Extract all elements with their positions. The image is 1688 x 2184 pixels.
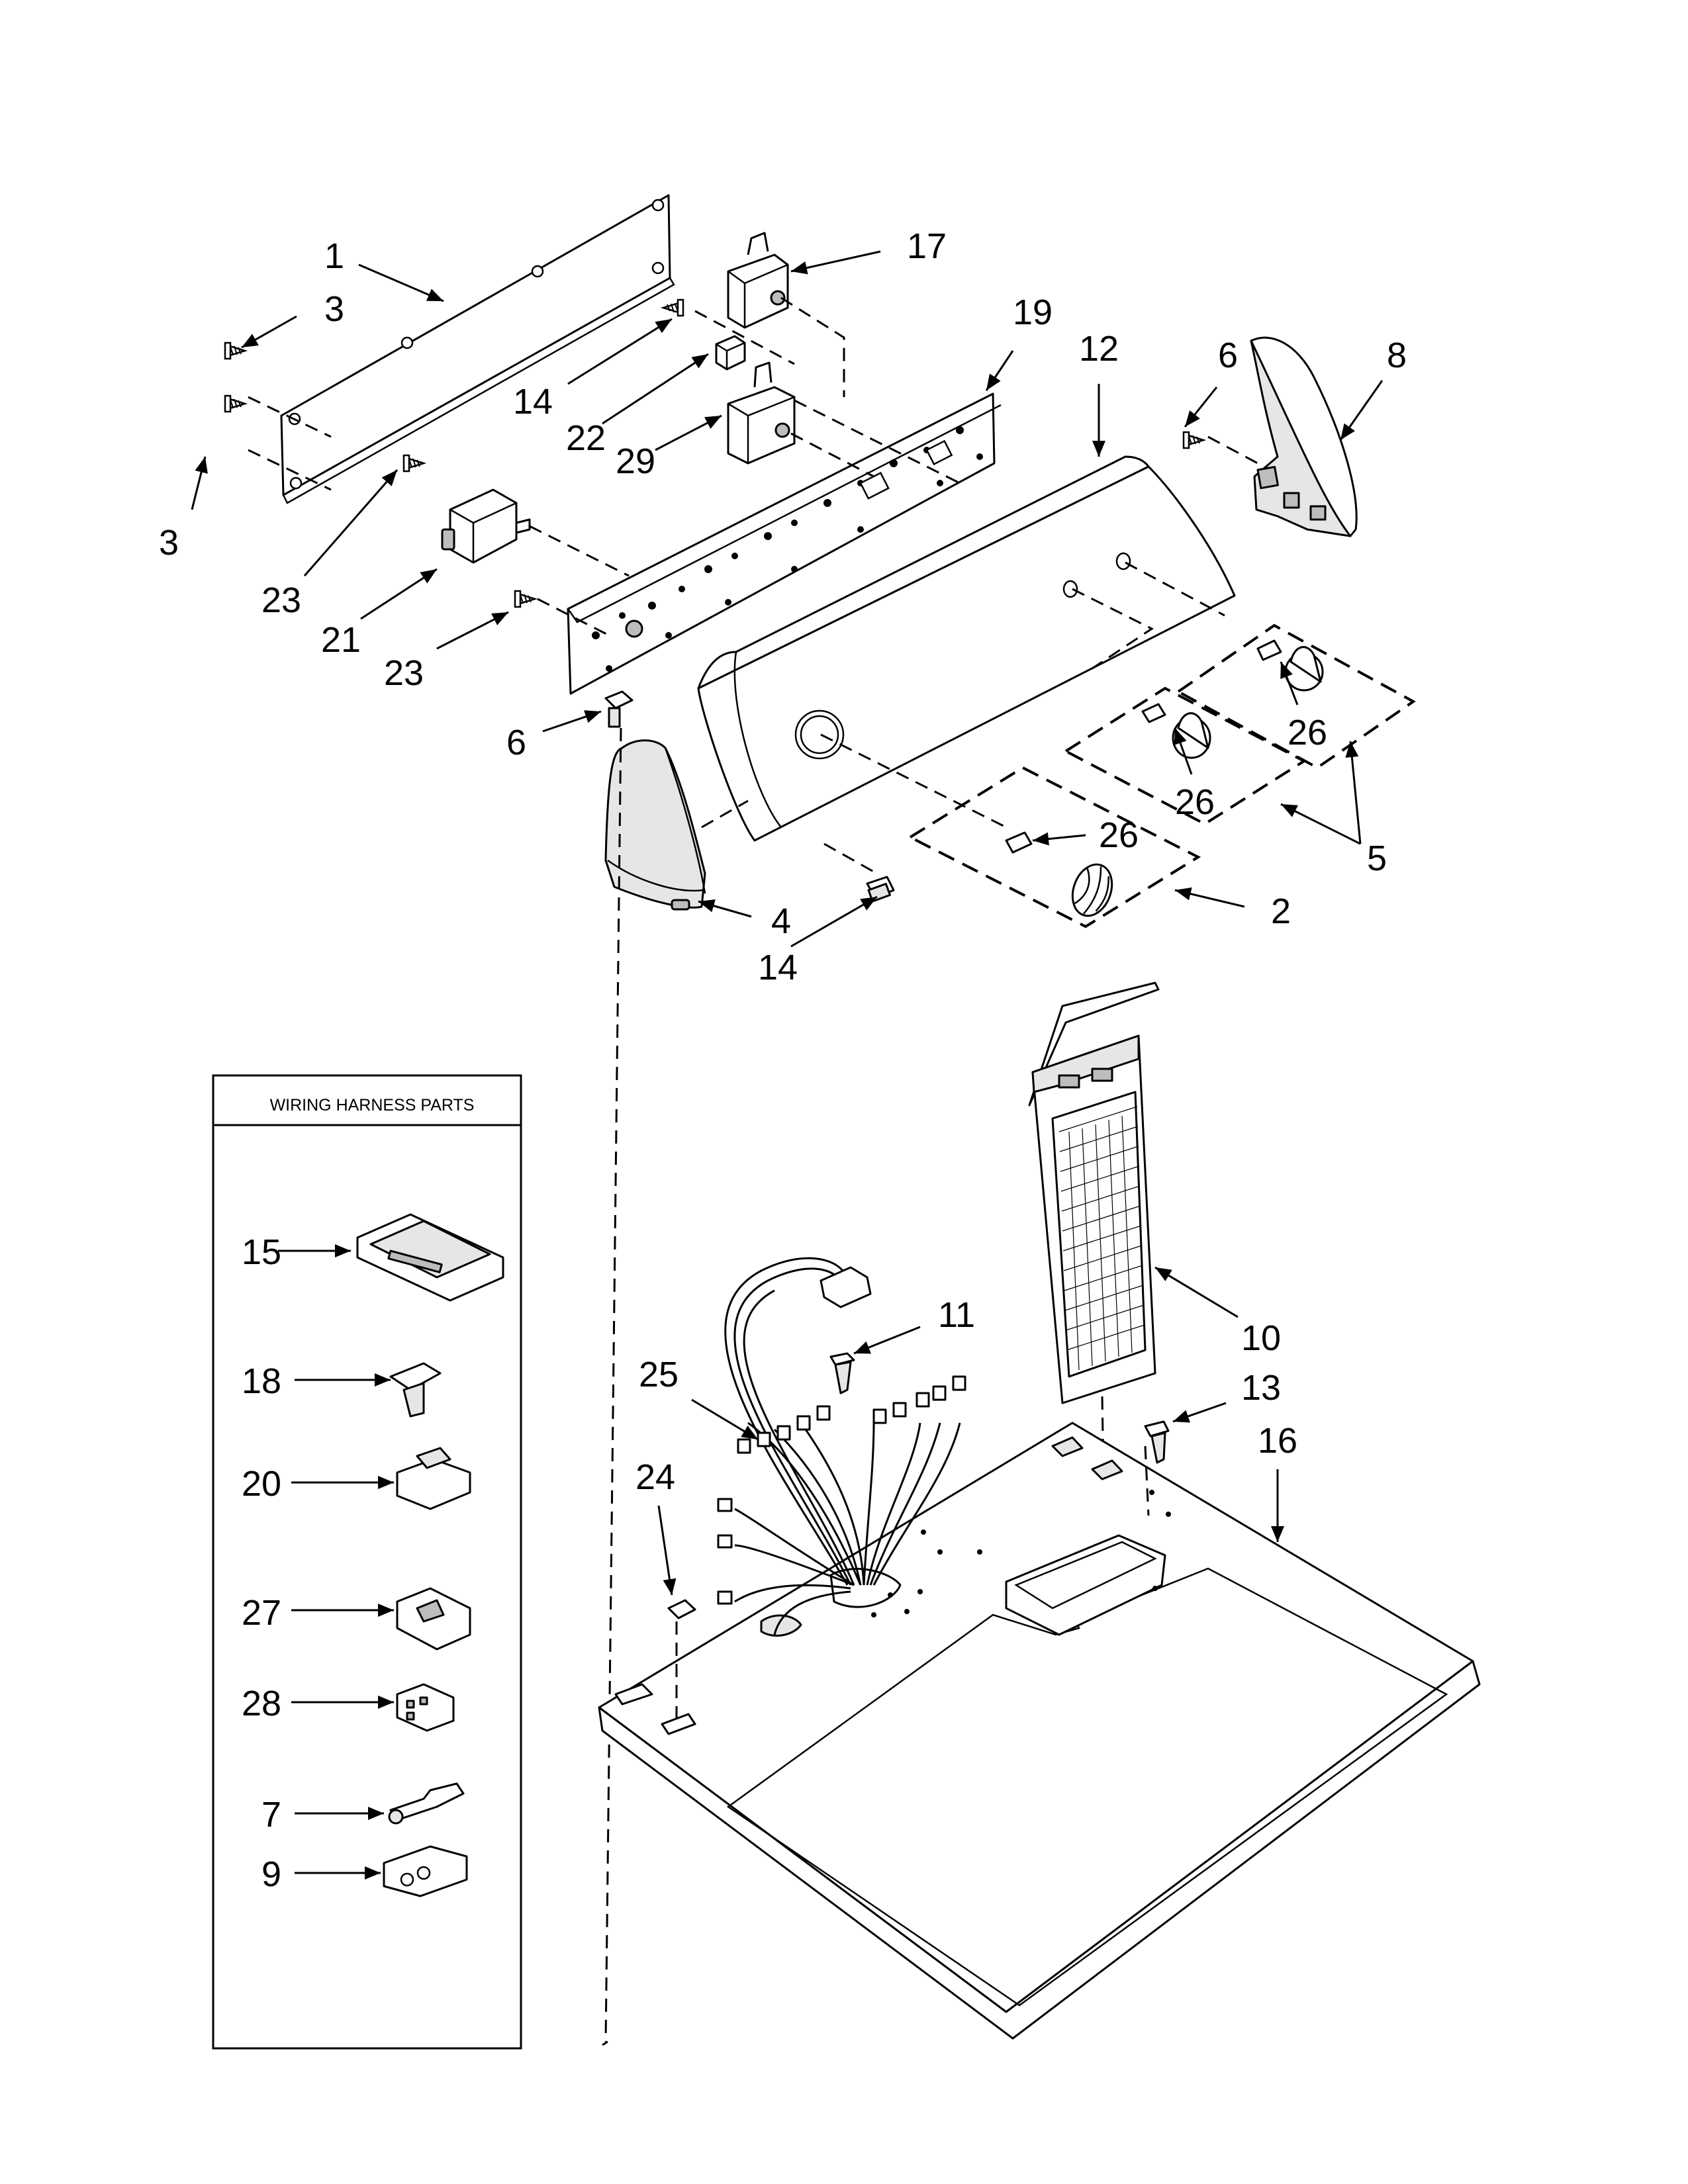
callout-3: 3 [324,289,344,329]
knob-box-upper [1176,623,1416,770]
knob-box-middle [1063,686,1307,826]
callout-19: 19 [1013,293,1053,332]
rear-mounting-panel [280,194,675,504]
callout-26: 26 [1099,815,1139,855]
knob-icon [1005,831,1033,854]
callout-23: 23 [384,653,424,693]
callout-14: 14 [513,382,553,422]
callout-20: 20 [242,1464,281,1504]
callout-8: 8 [1387,336,1407,375]
screw-icon [829,1352,855,1394]
callout-27: 27 [242,1593,281,1633]
screw-icon [662,298,684,317]
clip-24 [667,1599,696,1619]
callout-7: 7 [261,1795,281,1835]
callout-18: 18 [242,1361,281,1401]
wiring-box-title: WIRING HARNESS PARTS [270,1096,475,1115]
screw-icon [1144,1420,1170,1464]
control-bracket [567,392,1002,695]
callout-4: 4 [771,901,791,941]
callout-6: 6 [506,723,526,762]
callout-15: 15 [242,1232,281,1272]
callout-10: 10 [1241,1318,1281,1358]
knob-icon [1256,639,1324,692]
callout-12: 12 [1079,329,1119,369]
switch-17 [727,232,789,329]
callout-23: 23 [261,580,301,620]
callout-5: 5 [1367,839,1387,878]
callout-25: 25 [639,1355,679,1394]
callout-9: 9 [261,1854,281,1894]
wiring-harness-box: WIRING HARNESS PARTS [212,1074,522,2050]
callout-11: 11 [938,1295,975,1335]
top-panel [598,1422,1481,2040]
callout-22: 22 [566,418,606,458]
connector-22 [715,335,746,371]
callout-21: 21 [321,620,361,660]
wire-terminals [717,1375,966,1605]
part-9-icon [383,1845,468,1897]
part-15-icon [356,1213,504,1302]
callout-labels: 1 3 3 17 14 22 29 19 12 6 8 23 21 23 6 2… [159,226,1407,1894]
screw-icon [604,690,633,728]
callout-26: 26 [1288,713,1327,752]
part-27-icon [396,1587,471,1651]
screw-icon [866,876,895,903]
mesh [1058,1106,1145,1371]
callout-13: 13 [1241,1368,1281,1408]
callout-1: 1 [324,236,344,276]
knob-box-lower [907,766,1201,929]
leader-lines [191,250,1383,1880]
callout-14: 14 [758,948,798,987]
wire-harness [717,1257,966,1635]
right-end-cap [1207,336,1358,537]
part-20-icon [396,1447,471,1510]
lint-screen [1028,981,1160,1404]
screw-icon [224,394,246,413]
callout-24: 24 [635,1457,675,1497]
part-18-icon [389,1362,442,1418]
screw-icon [1182,431,1205,449]
screw-icon [514,590,536,608]
part-7-icon [388,1782,465,1825]
callout-3: 3 [159,523,179,563]
screw-icon [402,454,425,473]
callout-2: 2 [1271,891,1291,931]
callout-6: 6 [1218,336,1238,375]
callout-16: 16 [1258,1421,1297,1461]
timer-21 [441,488,531,564]
console [697,455,1236,842]
part-28-icon [396,1683,455,1732]
callout-29: 29 [616,441,655,481]
callout-17: 17 [907,226,947,266]
callout-28: 28 [242,1684,281,1723]
switch-29 [727,361,796,465]
screw-icon [224,341,246,360]
callout-26: 26 [1175,782,1215,822]
